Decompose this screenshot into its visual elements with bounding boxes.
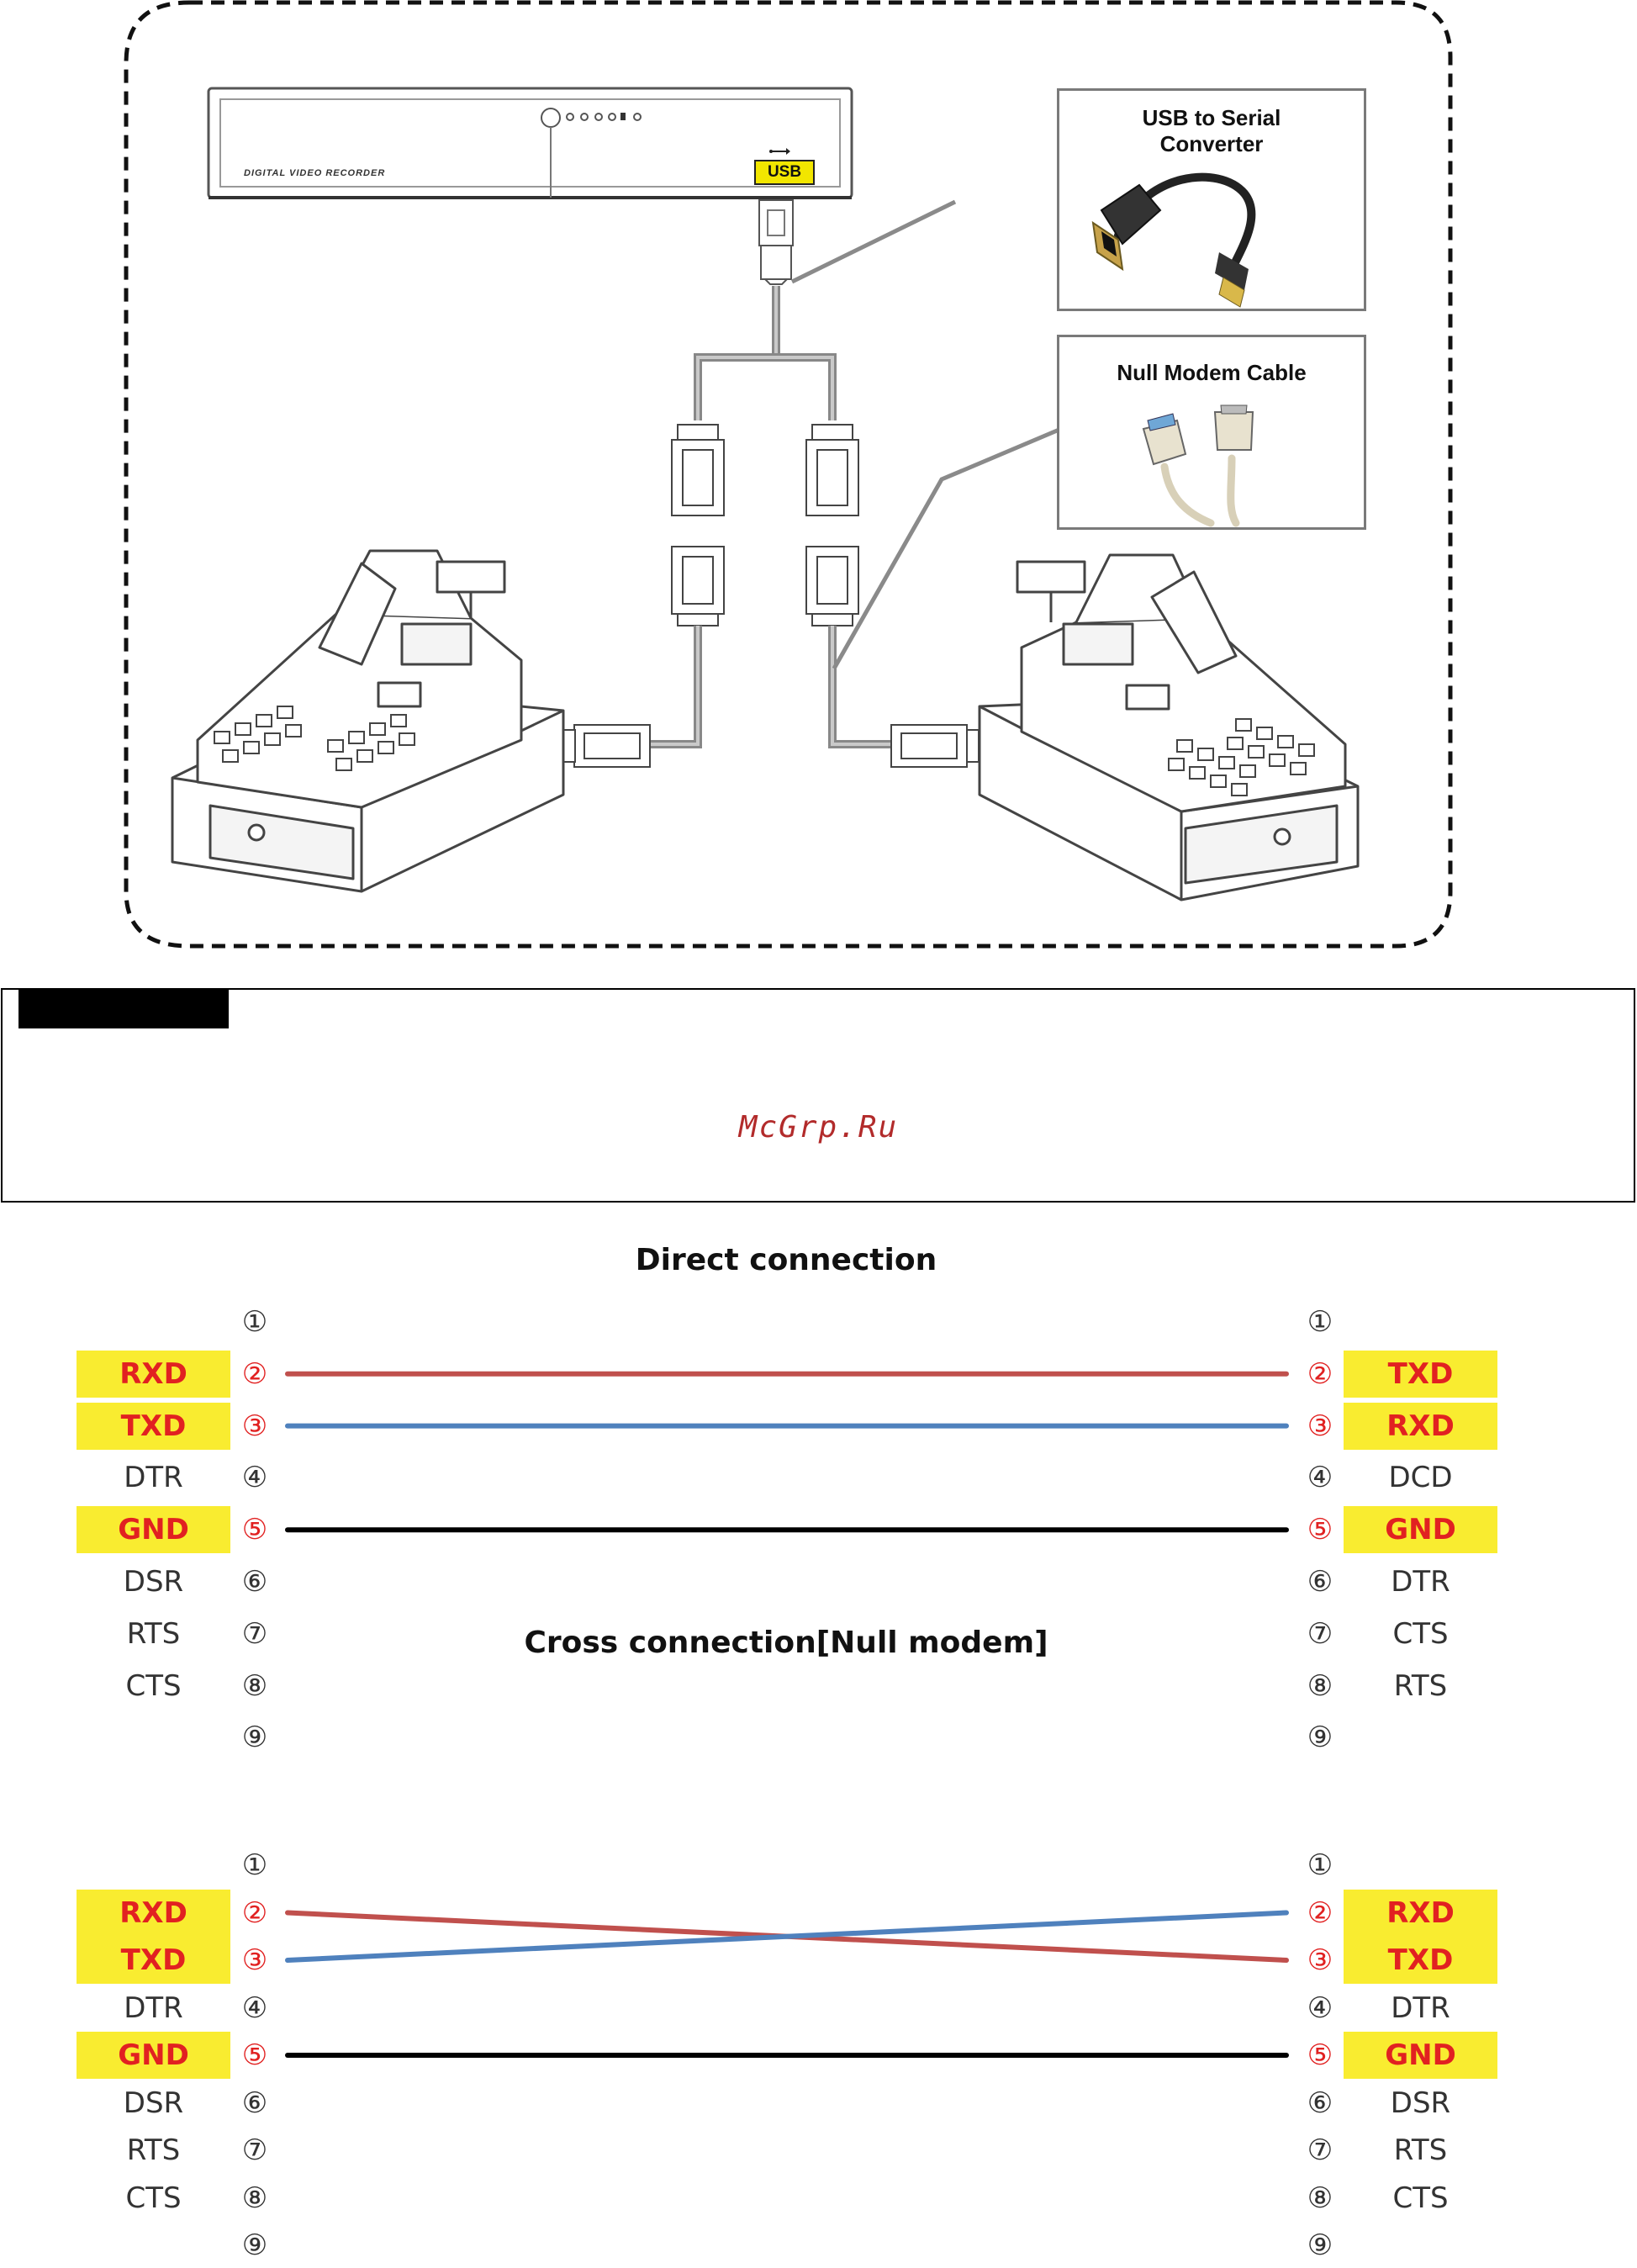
cross-left-pin-3: ③ <box>241 1943 268 1977</box>
cross-wire-3-to-2 <box>285 1910 1289 1963</box>
direct-left-signal-rts: RTS <box>126 1616 181 1651</box>
usb-converter-box: USB to Serial Converter <box>1057 88 1366 311</box>
lower-cables-core <box>647 626 891 746</box>
cross-left-signal-cts: CTS <box>125 2181 182 2215</box>
direct-left-pin-9: ⑨ <box>241 1721 268 1755</box>
watermark: McGrp.Ru <box>738 1110 899 1145</box>
direct-right-signal-cts: CTS <box>1392 1616 1449 1651</box>
cross-left-pin-1: ① <box>241 1848 268 1882</box>
dashed-frame <box>124 0 1453 949</box>
cross-left-pin-9: ⑨ <box>241 2228 268 2262</box>
cross-left-signal-dsr: DSR <box>123 2086 184 2120</box>
cross-right-signal-cts: CTS <box>1392 2181 1449 2215</box>
direct-right-pin-1: ① <box>1307 1305 1333 1339</box>
direct-right-pin-2: ② <box>1307 1356 1333 1391</box>
cross-left-signal-rts: RTS <box>126 2133 181 2167</box>
leader-line-null-modem <box>832 426 1062 670</box>
direct-left-pin-2: ② <box>241 1356 268 1391</box>
cross-right-pin-8: ⑧ <box>1307 2181 1333 2215</box>
cross-right-pin-4: ④ <box>1307 1990 1333 2025</box>
direct-left-pin-3: ③ <box>241 1409 268 1443</box>
cross-left-pin-7: ⑦ <box>241 2133 268 2167</box>
note-box <box>1 988 1635 1203</box>
direct-left-pin-5: ⑤ <box>241 1513 268 1547</box>
cross-left-pin-6: ⑥ <box>241 2086 268 2120</box>
usb-converter-label: USB to Serial Converter <box>1142 105 1281 156</box>
cross-left-signal-txd: TXD <box>77 1937 230 1984</box>
direct-left-signal-dtr: DTR <box>124 1461 183 1495</box>
direct-right-signal-rxd: RXD <box>1344 1402 1497 1450</box>
cross-right-pin-6: ⑥ <box>1307 2086 1333 2120</box>
y-cable-core <box>696 286 834 420</box>
cross-connection-title: Cross connection[Null modem] <box>524 1626 1048 1660</box>
direct-left-pin-6: ⑥ <box>241 1565 268 1599</box>
cross-right-pin-2: ② <box>1307 1895 1333 1930</box>
direct-right-pin-8: ⑧ <box>1307 1668 1333 1703</box>
cross-right-signal-rts: RTS <box>1393 2133 1448 2167</box>
cross-left-pin-4: ④ <box>241 1990 268 2025</box>
cash-register-left-keys <box>214 706 415 771</box>
cross-right-signal-dtr: DTR <box>1391 1990 1450 2025</box>
direct-right-pin-7: ⑦ <box>1307 1616 1333 1651</box>
direct-left-signal-cts: CTS <box>125 1668 182 1703</box>
direct-left-signal-gnd: GND <box>77 1506 230 1554</box>
usb-plug-icon <box>758 199 794 285</box>
note-tab <box>18 988 229 1028</box>
label-box-art <box>1091 172 1256 527</box>
cross-right-signal-rxd: RXD <box>1344 1889 1497 1937</box>
cross-right-signal-txd: TXD <box>1344 1937 1497 1984</box>
cross-left-pin-2: ② <box>241 1895 268 1930</box>
direct-right-pin-6: ⑥ <box>1307 1565 1333 1599</box>
cross-right-pin-7: ⑦ <box>1307 2133 1333 2167</box>
direct-left-signal-rxd: RXD <box>77 1350 230 1398</box>
db9-connector-icon <box>562 724 980 768</box>
cross-left-pin-5: ⑤ <box>241 2038 268 2072</box>
direct-left-pin-4: ④ <box>241 1461 268 1495</box>
direct-left-pin-8: ⑧ <box>241 1668 268 1703</box>
null-modem-cable-icon <box>1142 404 1254 527</box>
cross-right-signal-dsr: DSR <box>1390 2086 1451 2120</box>
cross-left-signal-rxd: RXD <box>77 1889 230 1937</box>
leader-line-usb-converter <box>790 199 957 284</box>
direct-right-signal-dtr: DTR <box>1391 1565 1450 1599</box>
direct-right-signal-txd: TXD <box>1344 1350 1497 1398</box>
dvr-label: DIGITAL VIDEO RECORDER <box>244 168 386 178</box>
dvr-device <box>207 87 853 199</box>
direct-left-pin-1: ① <box>241 1305 268 1339</box>
db9-connector-icon <box>671 424 859 626</box>
usb-port-label: USB <box>754 160 815 185</box>
direct-left-signal-dsr: DSR <box>123 1565 184 1599</box>
direct-right-pin-5: ⑤ <box>1307 1513 1333 1547</box>
direct-right-signal-dcd: DCD <box>1388 1461 1453 1495</box>
cross-right-pin-5: ⑤ <box>1307 2038 1333 2072</box>
cash-register-right-keys <box>1168 718 1315 796</box>
cross-right-pin-1: ① <box>1307 1848 1333 1882</box>
usb-serial-converter-icon <box>1091 172 1256 308</box>
direct-right-signal-gnd: GND <box>1344 1506 1497 1554</box>
cross-right-pin-9: ⑨ <box>1307 2228 1333 2262</box>
direct-left-pin-7: ⑦ <box>241 1616 268 1651</box>
direct-right-pin-9: ⑨ <box>1307 1721 1333 1755</box>
usb-symbol-icon <box>769 148 790 155</box>
cross-left-signal-dtr: DTR <box>124 1990 183 2025</box>
direct-left-signal-txd: TXD <box>77 1402 230 1450</box>
direct-right-pin-3: ③ <box>1307 1409 1333 1443</box>
null-modem-label: Null Modem Cable <box>1117 360 1307 385</box>
connection-illustration <box>124 0 1453 949</box>
cross-right-pin-3: ③ <box>1307 1943 1333 1977</box>
cross-right-signal-gnd: GND <box>1344 2032 1497 2079</box>
direct-connection-title: Direct connection <box>635 1243 937 1277</box>
direct-right-pin-4: ④ <box>1307 1461 1333 1495</box>
cross-left-pin-8: ⑧ <box>241 2181 268 2215</box>
cross-left-signal-gnd: GND <box>77 2032 230 2079</box>
null-modem-box: Null Modem Cable <box>1057 335 1366 530</box>
direct-right-signal-rts: RTS <box>1393 1668 1448 1703</box>
